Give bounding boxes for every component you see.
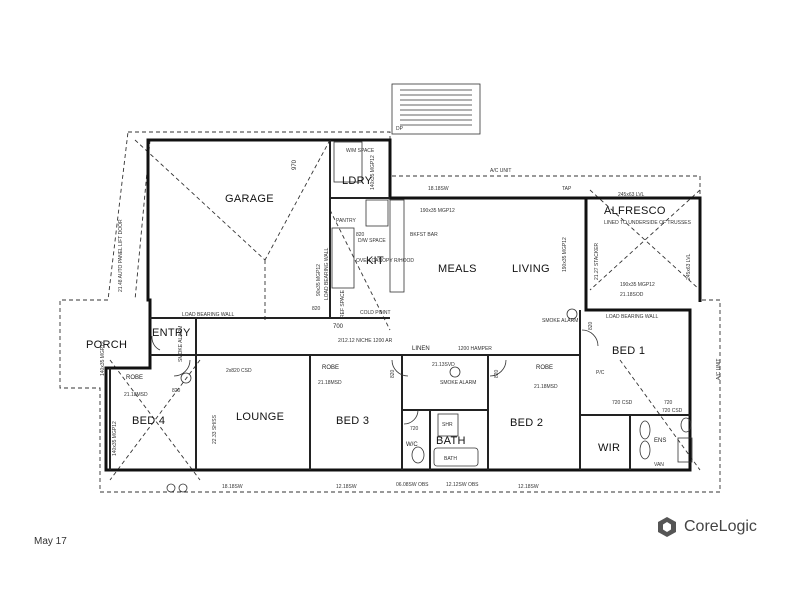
note-sw-1: 18.18SW <box>222 484 243 490</box>
note-msd-bed4: 21.18MSD <box>124 392 148 398</box>
note-sw-4: 12.12SW OBS <box>446 482 479 488</box>
interior-walls <box>109 140 690 470</box>
tank-icon <box>178 483 188 493</box>
note-lounge-sw: 22.33 SH/SS <box>212 414 218 444</box>
note-alfresco-beam: 190x35 MGP12 <box>620 282 655 288</box>
note-load-wall-1: LOAD BEARING WALL <box>182 312 235 318</box>
room-living: LIVING <box>512 263 550 275</box>
smoke-alarm-icon <box>566 308 578 320</box>
note-alfresco-lined: LINED TO UNDERSIDE OF TRUSSES <box>604 220 692 226</box>
room-robe-2: ROBE <box>536 365 553 371</box>
roof-lines <box>109 139 701 481</box>
door-820-f: 820 <box>588 321 594 330</box>
note-porch-beam: 140x35 MGP12 <box>100 341 106 376</box>
room-porch: PORCH <box>86 339 127 351</box>
note-ac-unit-top: A/C UNIT <box>490 168 511 174</box>
room-ens: ENS <box>654 438 666 444</box>
room-garage: GARAGE <box>225 193 274 205</box>
door-swings <box>151 329 599 425</box>
note-beam-18185: 18.18SW <box>428 186 449 192</box>
door-820-e: 820 <box>494 369 500 378</box>
note-alfresco-sd: 21.18SOD <box>620 292 644 298</box>
note-wm-space: W/M SPACE <box>346 148 375 154</box>
note-smoke-1: SMOKE ALARM <box>178 326 184 362</box>
note-ldry-beam: 140x35 MGP12 <box>370 155 376 190</box>
smoke-alarm-icon <box>180 372 192 384</box>
door-820-c: 820 <box>356 232 365 238</box>
note-sw-3: 06.08SW OBS <box>396 482 429 488</box>
room-linen: LINEN <box>412 346 430 352</box>
room-wir: WIR <box>598 442 620 454</box>
eave-outline <box>59 131 721 493</box>
room-lounge: LOUNGE <box>236 411 284 423</box>
note-load-wall-2: LOAD BEARING WALL <box>324 247 330 300</box>
date-label: May 17 <box>34 536 67 547</box>
floor-plan: GARAGE LDRY KIT PANTRY MEALS LIVING ALFR… <box>59 83 722 493</box>
note-dw-space: D/W SPACE <box>358 238 386 244</box>
door-820-d: 820 <box>390 369 396 378</box>
smoke-alarm-icon <box>449 366 461 378</box>
note-cold-point: COLD POINT <box>360 310 391 316</box>
room-bed1: BED 1 <box>612 345 645 357</box>
room-bed4: BED 4 <box>132 415 165 427</box>
note-alfresco-lvl: 245x63 LVL <box>618 192 645 198</box>
note-tap: TAP <box>562 186 572 192</box>
note-csd-720-a: 720 CSD <box>612 400 633 406</box>
room-bed3: BED 3 <box>336 415 369 427</box>
note-sw-5: 12.18SW <box>518 484 539 490</box>
note-ac-unit-right: A/C UNIT <box>716 359 722 380</box>
note-pc: P/C <box>596 370 605 376</box>
door-720-b: 720 <box>664 400 673 406</box>
note-meals-beam: 190x35 MGP12 <box>420 208 455 214</box>
note-csd: 2x820 CSD <box>226 368 252 374</box>
note-svd: 21.13SVD <box>432 362 455 368</box>
tank-icon <box>166 483 176 493</box>
note-shr: SHR <box>442 422 453 428</box>
note-alfresco-lvl2: 245x63 LVL <box>686 253 692 280</box>
note-msd-bed2: 21.18MSD <box>534 384 558 390</box>
corelogic-logo: CoreLogic <box>656 516 757 538</box>
fixtures <box>411 413 693 467</box>
corelogic-icon <box>658 517 676 537</box>
room-meals: MEALS <box>438 263 477 275</box>
room-bath: BATH <box>436 435 466 447</box>
door-820-b: 820 <box>312 306 321 312</box>
note-bkfst-bar: BKFST BAR <box>410 232 438 238</box>
door-720-a: 720 <box>410 426 419 432</box>
room-alfresco: ALFRESCO <box>604 205 666 217</box>
note-garage-970: 970 <box>292 159 298 170</box>
note-dp: DP <box>396 126 404 132</box>
note-smoke-2: SMOKE ALARM <box>440 380 476 386</box>
room-wc: W/C <box>406 442 418 448</box>
note-load-wall-3: LOAD BEARING WALL <box>606 314 659 320</box>
door-700: 700 <box>333 324 344 330</box>
note-ref-space: REF SPACE <box>340 289 346 318</box>
note-hamper: 1200 HAMPER <box>458 346 492 352</box>
note-csd-720-b: 720 CSD <box>662 408 683 414</box>
note-bath-tub: BATH <box>444 456 457 462</box>
room-pantry: PANTRY <box>336 218 356 224</box>
note-smoke-3: SMOKE ALARM <box>542 318 578 324</box>
note-alfresco-stacker: 21.27 STACKER <box>594 242 600 280</box>
door-820-a: 820 <box>172 388 181 394</box>
room-ldry: LDRY <box>342 175 373 187</box>
room-kit: KIT <box>366 255 384 267</box>
room-bed2: BED 2 <box>510 417 543 429</box>
note-msd-bed3: 21.18MSD <box>318 380 342 386</box>
brand-name: CoreLogic <box>684 518 757 535</box>
room-entry: ENTRY <box>152 327 191 339</box>
note-van: VAN <box>654 462 664 468</box>
note-sw-2: 12.18SW <box>336 484 357 490</box>
room-robe-4: ROBE <box>126 375 143 381</box>
room-robe-3: ROBE <box>322 365 339 371</box>
note-bed4-beam: 140x35 MGP12 <box>112 421 118 456</box>
note-oven: OVEN CANOPY R/HOOD <box>356 258 414 264</box>
ac-unit-top <box>391 83 481 135</box>
note-garage-beam: 90x35 MGP12 <box>316 264 322 296</box>
note-niche: 2/12.12 NICHE 1200 AR <box>338 338 393 344</box>
note-living-beam: 190x35 MGP12 <box>562 237 568 272</box>
note-lift-door: 21.48 AUTO PANEL LIFT DOOR <box>118 219 124 292</box>
